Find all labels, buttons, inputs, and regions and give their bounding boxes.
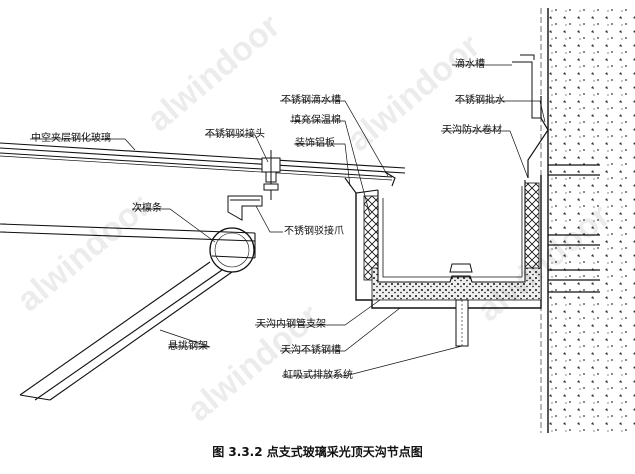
leader-lines	[30, 64, 546, 377]
label-secondary-purlin: 次檩条	[132, 203, 162, 214]
label-ss-flashing: 不锈钢批水	[455, 95, 505, 106]
glass-panel	[0, 142, 406, 181]
ss-connector-claw	[227, 195, 263, 221]
label-decor-aluminum: 装饰铝板	[295, 138, 335, 149]
label-glass: 中空夹层钢化玻璃	[31, 133, 111, 144]
cantilever-frame	[0, 223, 256, 401]
siphon-drain	[449, 263, 473, 347]
label-ss-connector-claw: 不锈钢驳接爪	[284, 226, 344, 237]
label-gutter-steel-bracket: 天沟内钢管支架	[256, 319, 326, 330]
ss-connector-head	[261, 150, 281, 200]
ss-gutter-trough	[355, 175, 542, 309]
secondary-purlin	[209, 227, 255, 273]
label-cantilever-frame: 悬挑钢架	[168, 341, 208, 352]
label-ss-gutter: 天沟不锈钢槽	[281, 345, 341, 356]
ss-flashing	[527, 96, 549, 178]
label-siphon-drain: 虹吸式排放系统	[283, 370, 353, 381]
label-gutter-membrane: 天沟防水卷材	[442, 125, 502, 136]
label-ss-drip-groove: 不锈钢滴水槽	[281, 95, 341, 106]
concrete-wall	[540, 8, 635, 433]
wall-anchor-rods	[548, 164, 600, 293]
drip-groove	[512, 54, 541, 119]
label-ss-connector-head: 不锈钢驳接头	[205, 129, 265, 140]
figure-caption: 图 3.3.2 点支式玻璃采光顶天沟节点图	[212, 445, 423, 459]
label-filler-insulation: 填充保温棉	[291, 115, 341, 126]
label-drip-groove: 滴水槽	[455, 59, 485, 70]
edge-marks	[0, 223, 6, 233]
edge-trim	[344, 171, 396, 194]
